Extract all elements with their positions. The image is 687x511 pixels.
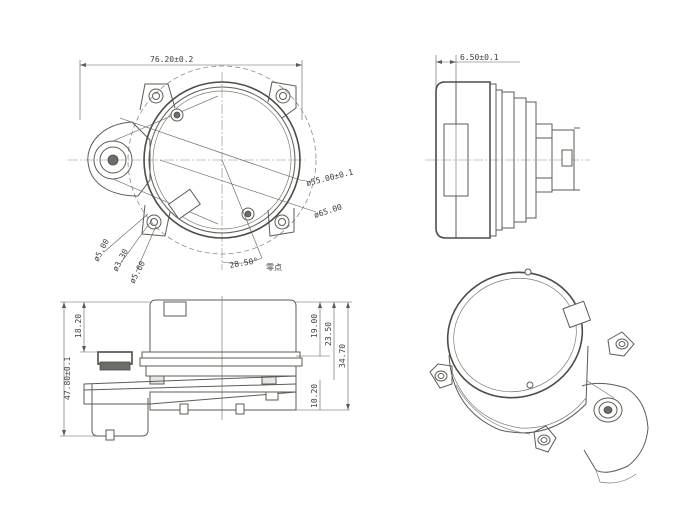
dim-bolt-circle: ø65.00 xyxy=(313,202,343,220)
dim-hole-a: ø5.00 xyxy=(92,237,111,263)
top-view: 76.20±0.2 xyxy=(68,55,354,285)
lens-window xyxy=(167,188,201,220)
housing-outer-circle xyxy=(143,81,301,239)
dim-upper-height: 18.20 xyxy=(74,314,83,338)
iso-ear-left xyxy=(429,363,453,389)
dim-circle-diameter: ø55.00±0.1 xyxy=(305,168,354,188)
dim-19: 19.00 xyxy=(310,314,319,338)
mounting-ear-bottom-left xyxy=(141,204,171,237)
iso-ear-right xyxy=(607,331,635,357)
isometric-view xyxy=(429,268,649,484)
motor-arm xyxy=(87,121,151,197)
mounting-ear-top-left xyxy=(139,83,176,111)
dim-10: 10.20 xyxy=(310,384,319,408)
zero-point-label: 零点 xyxy=(266,263,282,272)
iso-ear-bottom xyxy=(533,425,557,453)
side-view: 6.50±0.1 xyxy=(425,53,590,239)
dim-thickness: 6.50±0.1 xyxy=(460,53,499,62)
dim-23: 23.50 xyxy=(324,322,333,346)
dim-hole-b: ø3.30 xyxy=(111,247,130,273)
mounting-ear-top-right xyxy=(267,81,297,119)
dim-hole-c: ø5.60 xyxy=(128,259,147,285)
dim-overall-width: 76.20±0.2 xyxy=(150,55,194,64)
front-view: 47.80±0.1 18.20 19.00 23.50 34.70 10.20 xyxy=(60,296,352,441)
dim-zero-angle: 28.50° xyxy=(229,256,259,270)
dim-34: 34.70 xyxy=(338,344,347,368)
dim-total-height: 47.80±0.1 xyxy=(63,356,72,400)
